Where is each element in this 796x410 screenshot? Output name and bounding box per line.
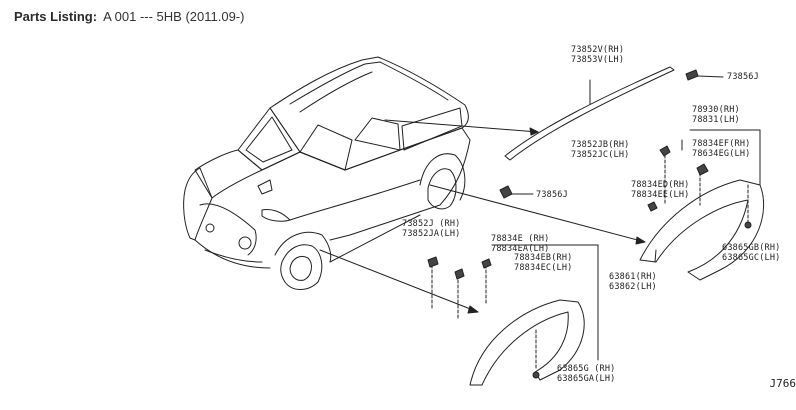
part-78834e[interactable]: 78834E (RH) 78834EA(LH) (491, 234, 550, 254)
part-number-lh: 63862(LH) (609, 282, 657, 292)
part-73856j-top[interactable]: 73856J (727, 72, 759, 82)
part-number-rh: 78834E (RH) (491, 234, 550, 244)
part-number-lh: 73852JA(LH) (402, 229, 461, 239)
part-number-lh: 78834EA(LH) (491, 244, 550, 254)
figure-reference: J766 (769, 377, 796, 390)
parts-listing-label: Parts Listing: (14, 9, 98, 24)
part-number-lh: 63865GA(LH) (557, 374, 616, 384)
part-number-rh: 78834EF(RH) (692, 139, 751, 149)
front-arch-molding (427, 244, 599, 386)
part-number-lh: 78634EG(LH) (692, 149, 751, 159)
part-number-lh: 63865GC(LH) (722, 253, 781, 263)
part-73856j-bottom[interactable]: 73856J (536, 190, 568, 200)
part-number-rh: 78834ED(RH) (631, 180, 690, 190)
parts-listing-header: Parts Listing: A 001 --- 5HB (2011.09-) (14, 9, 244, 24)
rear-arch-molding (639, 129, 765, 281)
part-63865gb[interactable]: 63865GB(RH) 63865GC(LH) (722, 243, 781, 263)
part-number-lh: 73853V(LH) (571, 55, 625, 65)
part-78834eb[interactable]: 78834EB(RH) 78834EC(LH) (514, 253, 573, 273)
part-number-lh: 78834EC(LH) (514, 263, 573, 273)
part-number-rh: 73852JB(RH) (571, 140, 630, 150)
part-number-lh: 78834EE(LH) (631, 190, 690, 200)
part-number-rh: 63865GB(RH) (722, 243, 781, 253)
part-number-rh: 78834EB(RH) (514, 253, 573, 263)
leader-arrows (319, 119, 646, 314)
part-number-rh: 63865G (RH) (557, 364, 616, 374)
part-number-rh: 63861(RH) (609, 272, 657, 282)
roof-molding (499, 66, 724, 199)
model-range-text: A 001 --- 5HB (2011.09-) (103, 9, 245, 24)
vehicle-illustration (183, 56, 471, 290)
part-73852jb[interactable]: 73852JB(RH) 73852JC(LH) (571, 140, 630, 160)
part-78930[interactable]: 78930(RH) 78831(LH) (692, 105, 740, 125)
part-number-rh: 78930(RH) (692, 105, 740, 115)
part-78834ed[interactable]: 78834ED(RH) 78834EE(LH) (631, 180, 690, 200)
part-number-lh: 73852JC(LH) (571, 150, 630, 160)
part-63861[interactable]: 63861(RH) 63862(LH) (609, 272, 657, 292)
part-number-rh: 73852J (RH) (402, 219, 461, 229)
part-73852v[interactable]: 73852V(RH) 73853V(LH) (571, 45, 624, 65)
part-78834ef[interactable]: 78834EF(RH) 78634EG(LH) (692, 139, 751, 159)
part-number-rh: 73852V(RH) (571, 45, 625, 55)
part-63865g[interactable]: 63865G (RH) 63865GA(LH) (557, 364, 616, 384)
part-number-lh: 78831(LH) (692, 115, 740, 125)
part-73852j[interactable]: 73852J (RH) 73852JA(LH) (402, 219, 461, 239)
